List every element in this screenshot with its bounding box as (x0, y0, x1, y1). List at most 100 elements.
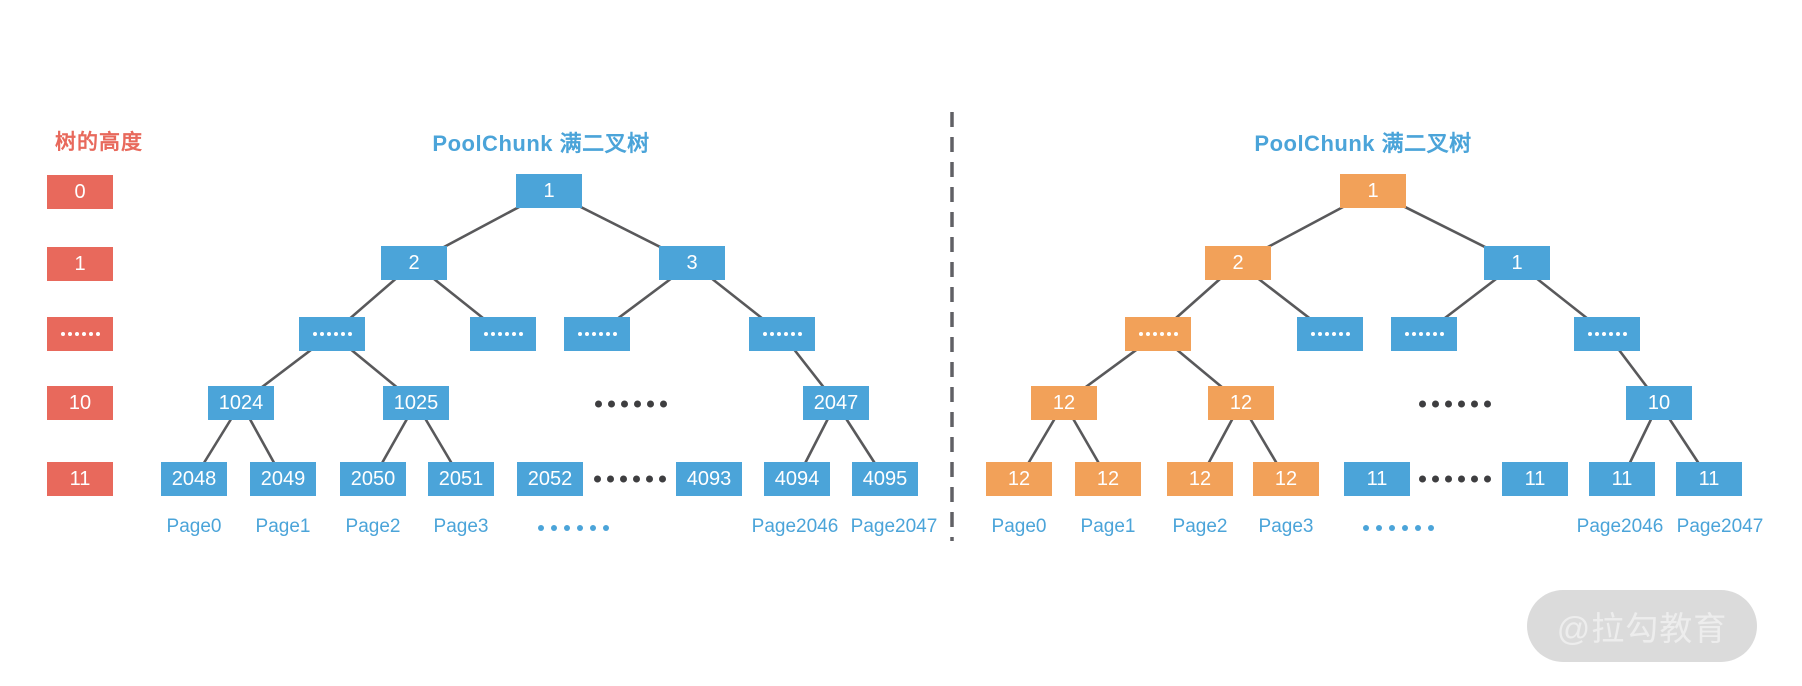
dot (577, 332, 582, 336)
right-tree-node (1574, 317, 1640, 351)
ellipsis-dots (59, 332, 101, 336)
dot (1324, 332, 1329, 336)
left-tree-node: 1024 (208, 386, 274, 420)
right-tree-node: 12 (1167, 462, 1233, 496)
dot (576, 525, 583, 531)
ellipsis-dots (592, 400, 670, 408)
ellipsis-dots (1309, 332, 1351, 336)
right-page-label: Page3 (1258, 516, 1314, 537)
dot (1458, 400, 1465, 408)
dot (1427, 525, 1434, 531)
right-page-label: Page2046 (1576, 516, 1664, 537)
right-page-label: Page1 (1080, 516, 1136, 537)
ellipsis-dots (1137, 332, 1179, 336)
dot (1166, 332, 1171, 336)
right-tree-node: 11 (1502, 462, 1568, 496)
right-tree-node: 10 (1626, 386, 1692, 420)
dot (312, 332, 317, 336)
left-tree-node: 2048 (161, 462, 227, 496)
dot (1439, 332, 1444, 336)
dot (1587, 332, 1592, 336)
dot (783, 332, 788, 336)
right-page-label: Page2 (1172, 516, 1228, 537)
left-tree-node (749, 317, 815, 351)
left-tree-title: PoolChunk 满二叉树 (432, 131, 650, 156)
legend-title: 树的高度 (55, 131, 143, 154)
right-tree-node: 12 (986, 462, 1052, 496)
dot (511, 332, 516, 336)
dot (1471, 400, 1478, 408)
right-tree-title: PoolChunk 满二叉树 (1254, 131, 1472, 156)
left-tree-node (564, 317, 630, 351)
dot (1445, 475, 1452, 483)
watermark-text: @拉勾教育 (1556, 610, 1728, 647)
dot (1138, 332, 1143, 336)
dot (1458, 475, 1465, 483)
ellipsis-dots (311, 332, 353, 336)
left-page-label: Page1 (255, 516, 311, 537)
right-tree-node: 12 (1253, 462, 1319, 496)
dot (790, 332, 795, 336)
legend-height-box: 11 (47, 462, 113, 496)
left-tree-node: 1025 (383, 386, 449, 420)
ellipsis-dots (482, 332, 524, 336)
dot (1445, 400, 1452, 408)
dot (81, 332, 86, 336)
dot (620, 475, 627, 483)
dot (490, 332, 495, 336)
right-tree-node: 2 (1205, 246, 1271, 280)
dot (591, 332, 596, 336)
left-tree-node: 4093 (676, 462, 742, 496)
ellipsis-dots (534, 525, 612, 531)
dot (563, 525, 570, 531)
dot (594, 475, 601, 483)
dot (769, 332, 774, 336)
legend-height-box: 10 (47, 386, 113, 420)
dot (762, 332, 767, 336)
dot (607, 475, 614, 483)
ellipsis-dots (761, 332, 803, 336)
dot (319, 332, 324, 336)
left-page-label: Page2046 (751, 516, 839, 537)
dot (595, 400, 602, 408)
left-tree-node: 2052 (517, 462, 583, 496)
dot (1152, 332, 1157, 336)
dot (1425, 332, 1430, 336)
dot (88, 332, 93, 336)
right-page-label: Page0 (991, 516, 1047, 537)
dot (633, 475, 640, 483)
dot (589, 525, 596, 531)
dot (608, 400, 615, 408)
right-tree-node (1297, 317, 1363, 351)
dot (518, 332, 523, 336)
left-tree-node: 2049 (250, 462, 316, 496)
dot (1401, 525, 1408, 531)
dot (74, 332, 79, 336)
dot (1345, 332, 1350, 336)
ellipsis-dots (1359, 525, 1437, 531)
right-tree-node (1391, 317, 1457, 351)
dot (1594, 332, 1599, 336)
dot (347, 332, 352, 336)
dot (634, 400, 641, 408)
dot (602, 525, 609, 531)
watermark-badge: @拉勾教育 (1527, 590, 1757, 662)
dot (67, 332, 72, 336)
dot (1411, 332, 1416, 336)
dot (550, 525, 557, 531)
dot (776, 332, 781, 336)
dot (1622, 332, 1627, 336)
dot (497, 332, 502, 336)
dot (1362, 525, 1369, 531)
dot (1419, 400, 1426, 408)
dot (660, 400, 667, 408)
right-page-label: Page2047 (1676, 516, 1764, 537)
left-tree-node: 1 (516, 174, 582, 208)
dot (797, 332, 802, 336)
left-tree-node: 4095 (852, 462, 918, 496)
dot (1471, 475, 1478, 483)
right-tree-node: 12 (1075, 462, 1141, 496)
dot (1432, 400, 1439, 408)
dot (504, 332, 509, 336)
left-page-label: Page3 (433, 516, 489, 537)
